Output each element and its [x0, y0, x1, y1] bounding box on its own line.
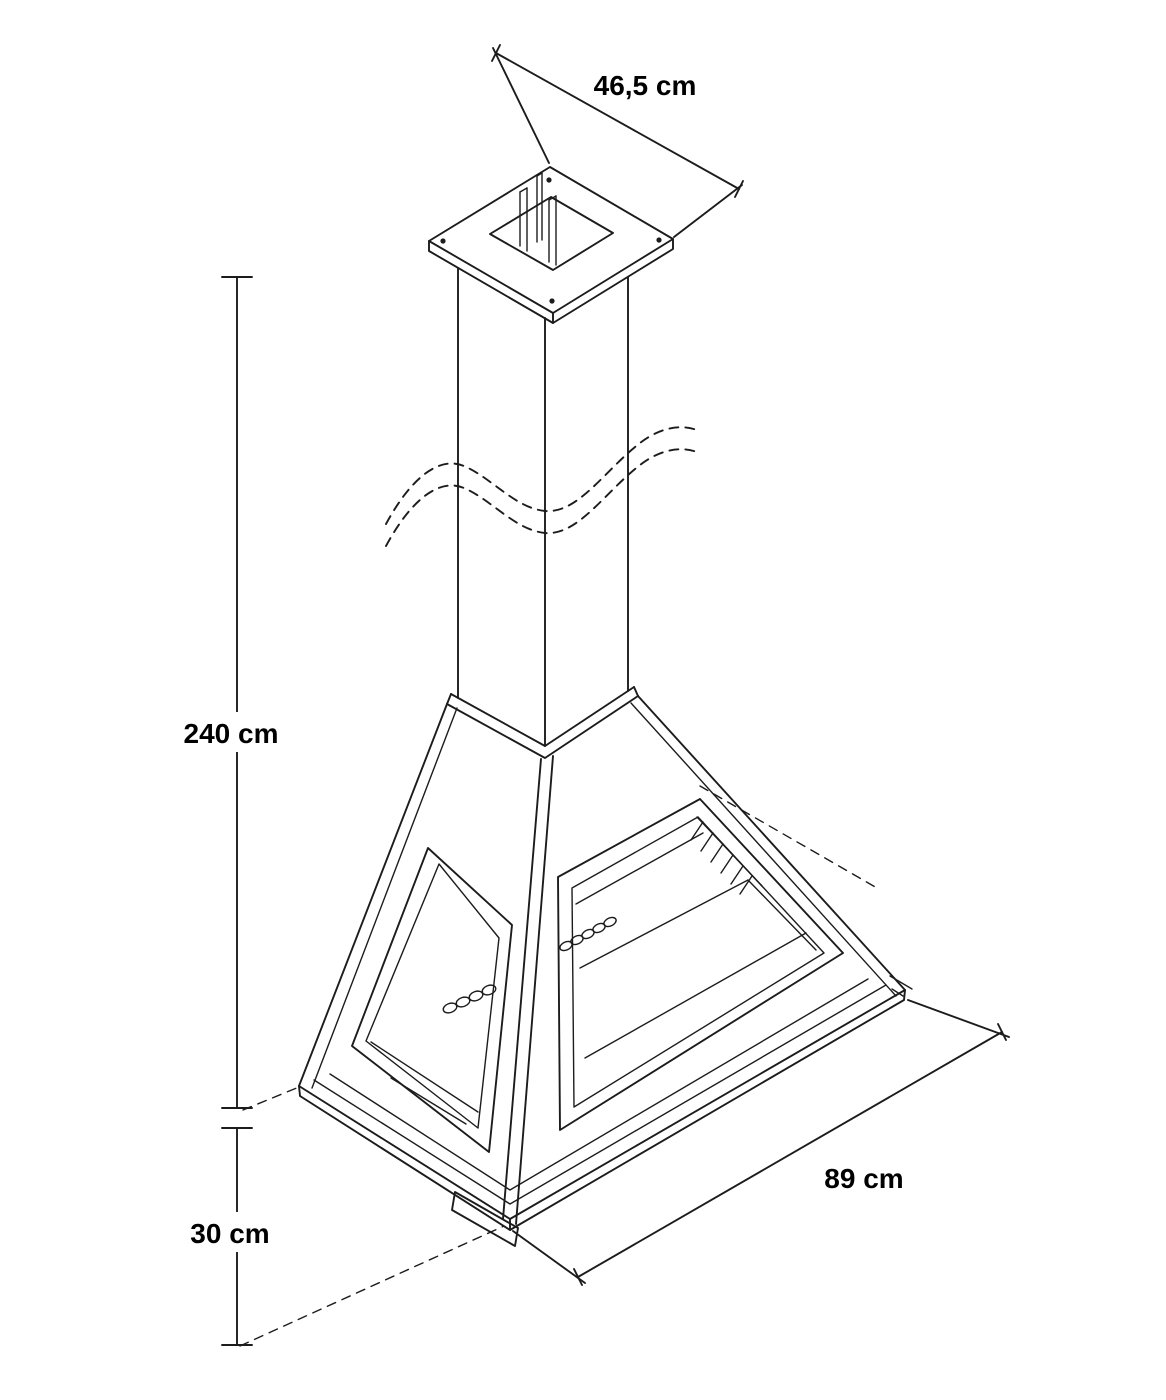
collar-upper-edge [450, 686, 635, 747]
window-outer-frame [351, 847, 513, 1153]
base-rim-inner-edge [329, 978, 869, 1191]
interior-baffle-edge [575, 832, 704, 905]
plate-outline [428, 166, 674, 314]
interior-edge [390, 1077, 467, 1125]
plate-thickness-edge [428, 238, 674, 324]
right-slant-inner-edge [630, 702, 897, 997]
dimension-label-height: 240 cm [184, 718, 279, 749]
dimension-label-clearance: 30 cm [190, 1218, 269, 1249]
flue-rod-top [536, 172, 543, 177]
hatch-stroke [730, 865, 744, 885]
hatch-stroke [710, 843, 724, 863]
dimension-line [577, 1031, 1003, 1278]
front-corner-band-right [515, 755, 554, 1225]
front-corner-band-left [502, 758, 542, 1220]
window-inner-frame [365, 863, 500, 1129]
dimension-base-width: 89 cm [512, 999, 1010, 1286]
interior-floor-edge [584, 932, 807, 1059]
collar-lower-edge [446, 695, 639, 759]
left-slant-inner-edge [311, 707, 458, 1089]
right-slant-edge [637, 695, 906, 991]
extension-line-dashed [242, 1086, 300, 1111]
vent-hole [603, 916, 617, 928]
screw-dot [440, 238, 446, 244]
extension-line [907, 999, 1010, 1038]
extension-line-dashed [239, 1225, 505, 1347]
window-inner-frame [571, 816, 825, 1108]
latch-detail [889, 975, 913, 990]
extension-line [673, 184, 743, 238]
front-glass-window [557, 798, 844, 1131]
dimension-height: 240 cm [176, 276, 300, 1111]
left-slant-edge [298, 703, 448, 1087]
break-line [385, 448, 700, 547]
ceiling-mount-plate [428, 166, 674, 324]
interior-baffle-edge [696, 816, 763, 887]
extension-line [512, 1230, 586, 1284]
hood-pyramid [298, 686, 913, 1247]
dimension-tick [573, 1268, 583, 1286]
inner-flue-pipe [519, 172, 557, 266]
dimension-tick [491, 44, 501, 62]
dimension-line [495, 52, 740, 190]
interior-edge [370, 1041, 479, 1113]
label-mask [182, 1212, 280, 1252]
interior-edge [579, 879, 749, 969]
hatch-stroke [700, 832, 714, 852]
dimension-tick [734, 180, 744, 198]
hatch-stroke [690, 821, 704, 841]
dimension-tick [997, 1023, 1007, 1041]
dimension-label-top-width: 46,5 cm [594, 70, 697, 101]
interior-edge [747, 879, 817, 951]
dimension-clearance: 30 cm [182, 1127, 505, 1347]
latch-detail [891, 988, 904, 997]
collar-end-edge [633, 686, 639, 697]
vent-hole [481, 984, 497, 996]
window-outer-frame [557, 798, 844, 1131]
label-mask [176, 712, 288, 752]
hatch-stroke [739, 875, 753, 895]
screw-dot [549, 298, 555, 304]
screw-dot [546, 177, 552, 183]
flue-top-edge [548, 195, 557, 201]
break-line [385, 426, 700, 525]
plate-flue-opening [489, 196, 614, 271]
base-rim-inner-edge [313, 984, 887, 1205]
front-foot-block [451, 1191, 519, 1247]
base-rim-lip [298, 989, 906, 1231]
break-lines [385, 426, 700, 547]
left-glass-window [351, 847, 513, 1153]
hidden-back-rim-edge [699, 785, 878, 889]
dimension-label-base-width: 89 cm [824, 1163, 903, 1194]
dimension-top-width: 46,5 cm [491, 44, 744, 238]
collar-end-edge [446, 693, 452, 705]
hatch-stroke [720, 854, 734, 874]
flue-top-edge [519, 187, 528, 193]
screw-dot [656, 237, 662, 243]
extension-line [492, 47, 550, 164]
chimney-column [457, 267, 629, 747]
